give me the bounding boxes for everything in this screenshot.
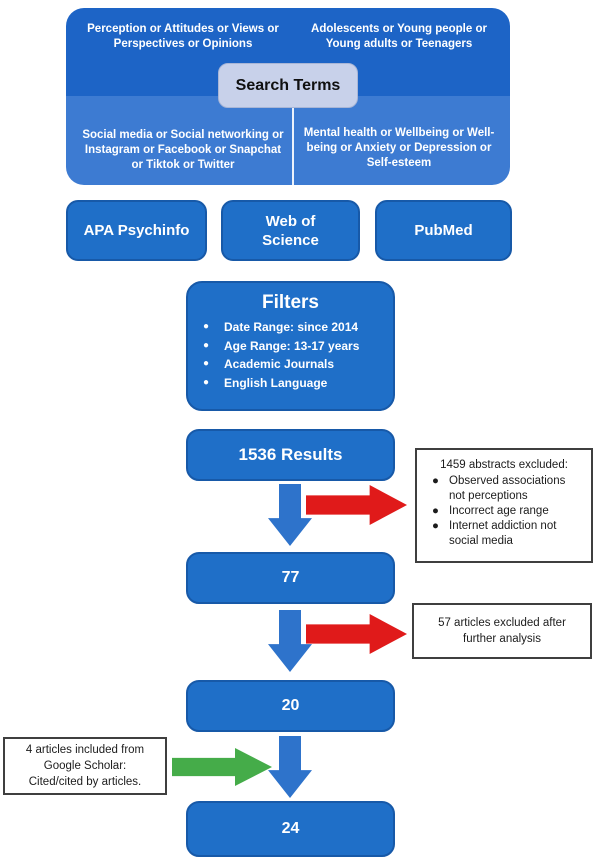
search-terms-panel: Perception or Attitudes or Views or Pers… [66, 8, 510, 185]
bullet-icon: ● [202, 321, 210, 332]
down-arrow-icon [268, 736, 312, 798]
exclusion-arrow-icon [306, 485, 407, 525]
bullet-icon: ● [432, 505, 439, 517]
exclusion-item-label: Internet addiction not social media [449, 520, 557, 547]
search-term-adolescents: Adolescents or Young people or Young adu… [311, 23, 487, 50]
database-apa-psychinfo: APA Psychinfo [66, 200, 207, 261]
articles-excluded-note: 57 articles excluded after further analy… [412, 603, 592, 659]
filter-item-label: Academic Journals [224, 357, 335, 371]
bullet-icon: ● [432, 475, 439, 487]
panel-bottom-half [66, 96, 510, 185]
exclusion-item: ● Incorrect age range [422, 504, 586, 519]
bullet-icon: ● [202, 376, 210, 388]
bullet-icon: ● [202, 358, 210, 369]
search-term-perception: Perception or Attitudes or Views or Pers… [87, 23, 279, 50]
quadrant-divider [292, 107, 294, 185]
filter-item-label: Age Range: 13-17 years [224, 338, 360, 353]
exclusion-item: ● Observed associations not perceptions [422, 474, 586, 504]
google-scholar-inclusion-note: 4 articles included from Google Scholar:… [3, 737, 167, 795]
search-term-social-media: Social media or Social networking or Ins… [82, 129, 284, 171]
bullet-icon: ● [202, 339, 210, 351]
filter-item: ● Age Range: 13-17 years [188, 337, 393, 356]
bullet-icon: ● [432, 520, 439, 532]
final-included-count-box: 24 [186, 801, 395, 857]
exclusion-arrow-icon [306, 614, 407, 654]
exclusion-item-label: Incorrect age range [449, 505, 549, 517]
filter-item: ● Date Range: since 2014 [188, 318, 393, 337]
exclusion-note-title: 1459 abstracts excluded: [440, 459, 568, 471]
filters-title: Filters [261, 292, 320, 313]
filter-item-label: English Language [224, 375, 328, 390]
search-terms-label: Search Terms [218, 63, 358, 108]
exclusion-item-label: Observed associations not perceptions [449, 475, 566, 502]
filters-box: Filters ● Date Range: since 2014 ● Age R… [186, 281, 395, 411]
exclusion-item: ● Internet addiction not social media [422, 519, 586, 549]
database-pubmed: PubMed [375, 200, 512, 261]
results-count-box: 1536 Results [186, 429, 395, 481]
down-arrow-icon [268, 610, 312, 672]
filter-item-label: Date Range: since 2014 [224, 320, 359, 334]
count-after-further-analysis-box: 20 [186, 680, 395, 732]
database-web-of-science: Web of Science [221, 200, 360, 261]
down-arrow-icon [268, 484, 312, 546]
filter-item: ● Academic Journals [188, 355, 393, 374]
search-term-mental-health: Mental health or Wellbeing or Well- bein… [303, 127, 495, 169]
abstracts-excluded-note: 1459 abstracts excluded: ● Observed asso… [415, 448, 593, 563]
inclusion-arrow-icon [172, 748, 272, 786]
count-after-abstract-screening-box: 77 [186, 552, 395, 604]
filter-item: ● English Language [188, 374, 393, 393]
